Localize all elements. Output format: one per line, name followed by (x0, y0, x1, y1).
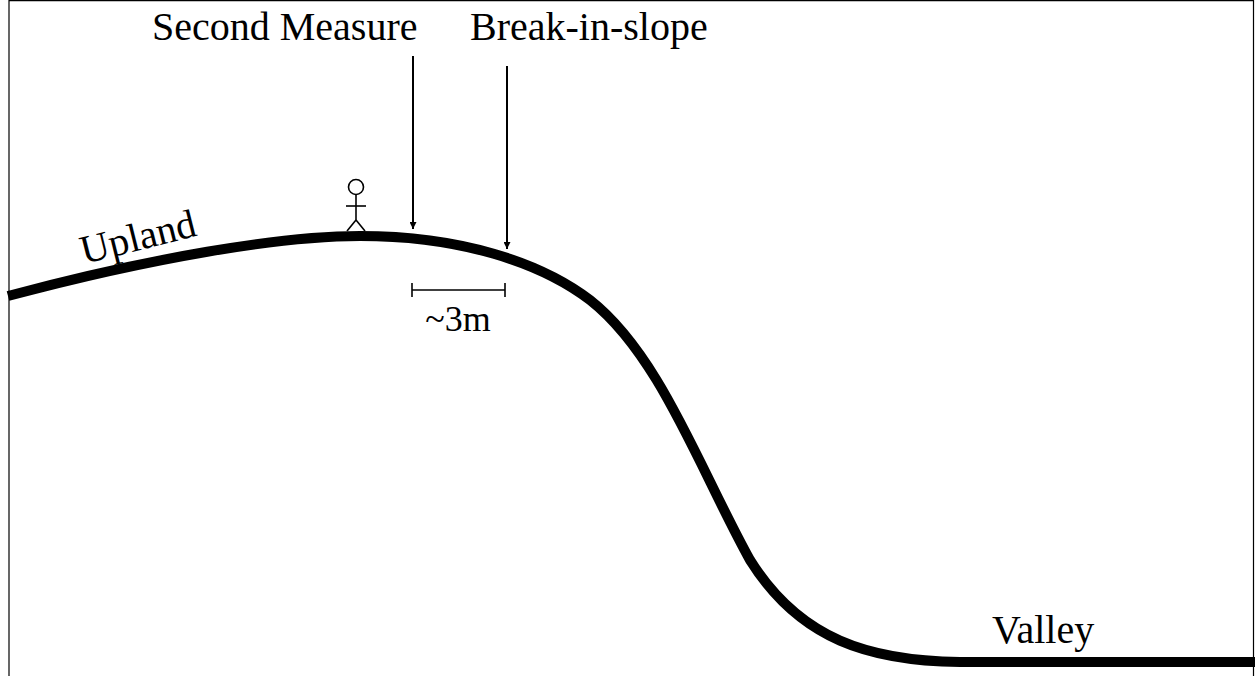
dimension-bracket (412, 283, 505, 297)
figure-leg (356, 220, 365, 231)
frame-right (1253, 0, 1254, 676)
dimension-line (412, 289, 505, 291)
pointer-label: Second Measure (152, 4, 417, 50)
frame-left (8, 0, 9, 676)
figure-head (349, 180, 364, 195)
pointer-arrow (412, 56, 414, 229)
dimension-tick (411, 283, 413, 297)
dimension-label: ~3m (425, 296, 490, 342)
region-label: Valley (992, 607, 1094, 653)
pointer-label: Break-in-slope (470, 4, 708, 50)
dimension-tick (504, 283, 506, 297)
stick-figure (346, 180, 366, 232)
terrain-profile (8, 236, 1255, 662)
figure-leg (347, 220, 356, 231)
figure-arms (346, 205, 366, 207)
figure-body (355, 195, 357, 221)
frame-top (9, 0, 1254, 1)
frame (9, 0, 1254, 676)
pointer-arrow (506, 66, 508, 249)
